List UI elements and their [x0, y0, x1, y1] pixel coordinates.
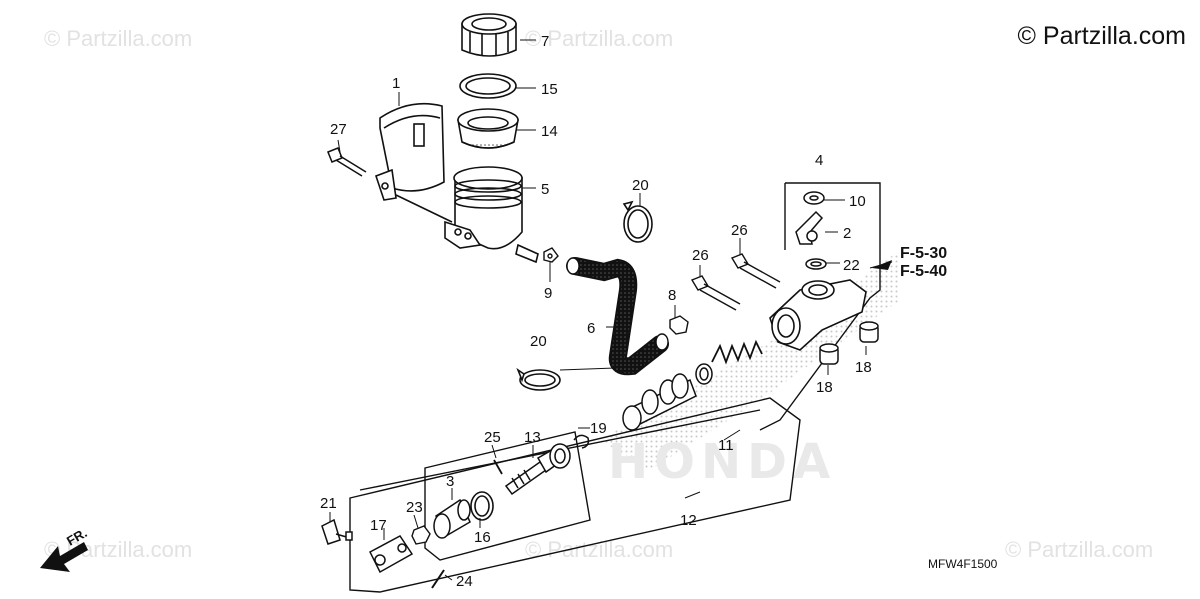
- piston-cup: [695, 363, 713, 385]
- callout-25: 25: [484, 429, 501, 446]
- reservoir-cap: [461, 13, 517, 57]
- reservoir-tank: [444, 166, 539, 264]
- bolt-27: [327, 147, 367, 177]
- callout-10: 10: [849, 193, 866, 210]
- hose-clamp-upper: [622, 200, 653, 243]
- diaphragm-plate: [459, 73, 517, 99]
- joint-2: [795, 210, 824, 245]
- callout-17: 17: [370, 517, 387, 534]
- hose-clamp-lower: [516, 367, 561, 391]
- callout-9: 9: [544, 285, 552, 302]
- pin-25: [493, 459, 503, 475]
- piston-11: [622, 373, 697, 431]
- callout-20-upper: 20: [632, 177, 649, 194]
- bolt-26-left: [690, 275, 741, 311]
- nut-8: [669, 315, 689, 335]
- push-rod-13: [504, 443, 571, 496]
- callout-18-left: 18: [816, 379, 833, 396]
- cap-10: [803, 191, 825, 205]
- diaphragm: [457, 108, 519, 149]
- callout-13: 13: [524, 429, 541, 446]
- callout-6: 6: [587, 320, 595, 337]
- watermark-top-center: © Partzilla.com: [525, 26, 674, 51]
- callout-14: 14: [541, 123, 558, 140]
- bolt-26-right: [730, 253, 781, 289]
- front-direction-arrow: FR.: [40, 525, 90, 572]
- nut-23: [411, 525, 431, 545]
- callout-3: 3: [446, 473, 454, 490]
- callout-15: 15: [541, 81, 558, 98]
- cotter-pin-24: [431, 569, 445, 589]
- reference-f-5-40: F-5-40: [900, 263, 947, 280]
- joint-21: [321, 518, 353, 545]
- spring: [711, 339, 763, 365]
- callout-26-right: 26: [731, 222, 748, 239]
- callout-4: 4: [815, 152, 823, 169]
- callout-22: 22: [843, 257, 860, 274]
- callout-21: 21: [320, 495, 337, 512]
- circlip-19: [573, 434, 590, 449]
- bushing-18-left: [819, 343, 839, 365]
- copyright-notice: © Partzilla.com: [1017, 22, 1186, 50]
- callout-24: 24: [456, 573, 473, 590]
- callout-18-right: 18: [855, 359, 872, 376]
- boot-3: [433, 498, 471, 539]
- reference-f-5-30: F-5-30: [900, 245, 947, 262]
- watermark-bottom-right: © Partzilla.com: [1005, 537, 1154, 562]
- o-ring-22: [805, 258, 827, 270]
- callout-26-left: 26: [692, 247, 709, 264]
- callout-16: 16: [474, 529, 491, 546]
- callout-7: 7: [541, 33, 549, 50]
- callout-5: 5: [541, 181, 549, 198]
- reservoir-hose: [566, 257, 669, 376]
- callout-12: 12: [680, 512, 697, 529]
- clip-16: [470, 491, 494, 521]
- callout-27: 27: [330, 121, 347, 138]
- callout-8: 8: [668, 287, 676, 304]
- watermark-bottom-center: © Partzilla.com: [525, 537, 674, 562]
- callout-20-lower: 20: [530, 333, 547, 350]
- callout-23: 23: [406, 499, 423, 516]
- reference-arrow: [872, 260, 892, 270]
- callout-19: 19: [590, 420, 607, 437]
- hose-clip-9: [543, 247, 559, 263]
- callout-11: 11: [718, 437, 734, 454]
- bushing-18-right: [859, 321, 879, 343]
- diagram-code: MFW4F1500: [928, 557, 998, 571]
- callout-1: 1: [392, 75, 400, 92]
- front-direction-label: FR.: [64, 525, 90, 548]
- callout-2: 2: [843, 225, 851, 242]
- clevis-17: [369, 535, 414, 574]
- master-cylinder-body: [769, 279, 867, 351]
- reservoir-cover: [374, 102, 453, 223]
- watermark-top-left: © Partzilla.com: [44, 26, 193, 51]
